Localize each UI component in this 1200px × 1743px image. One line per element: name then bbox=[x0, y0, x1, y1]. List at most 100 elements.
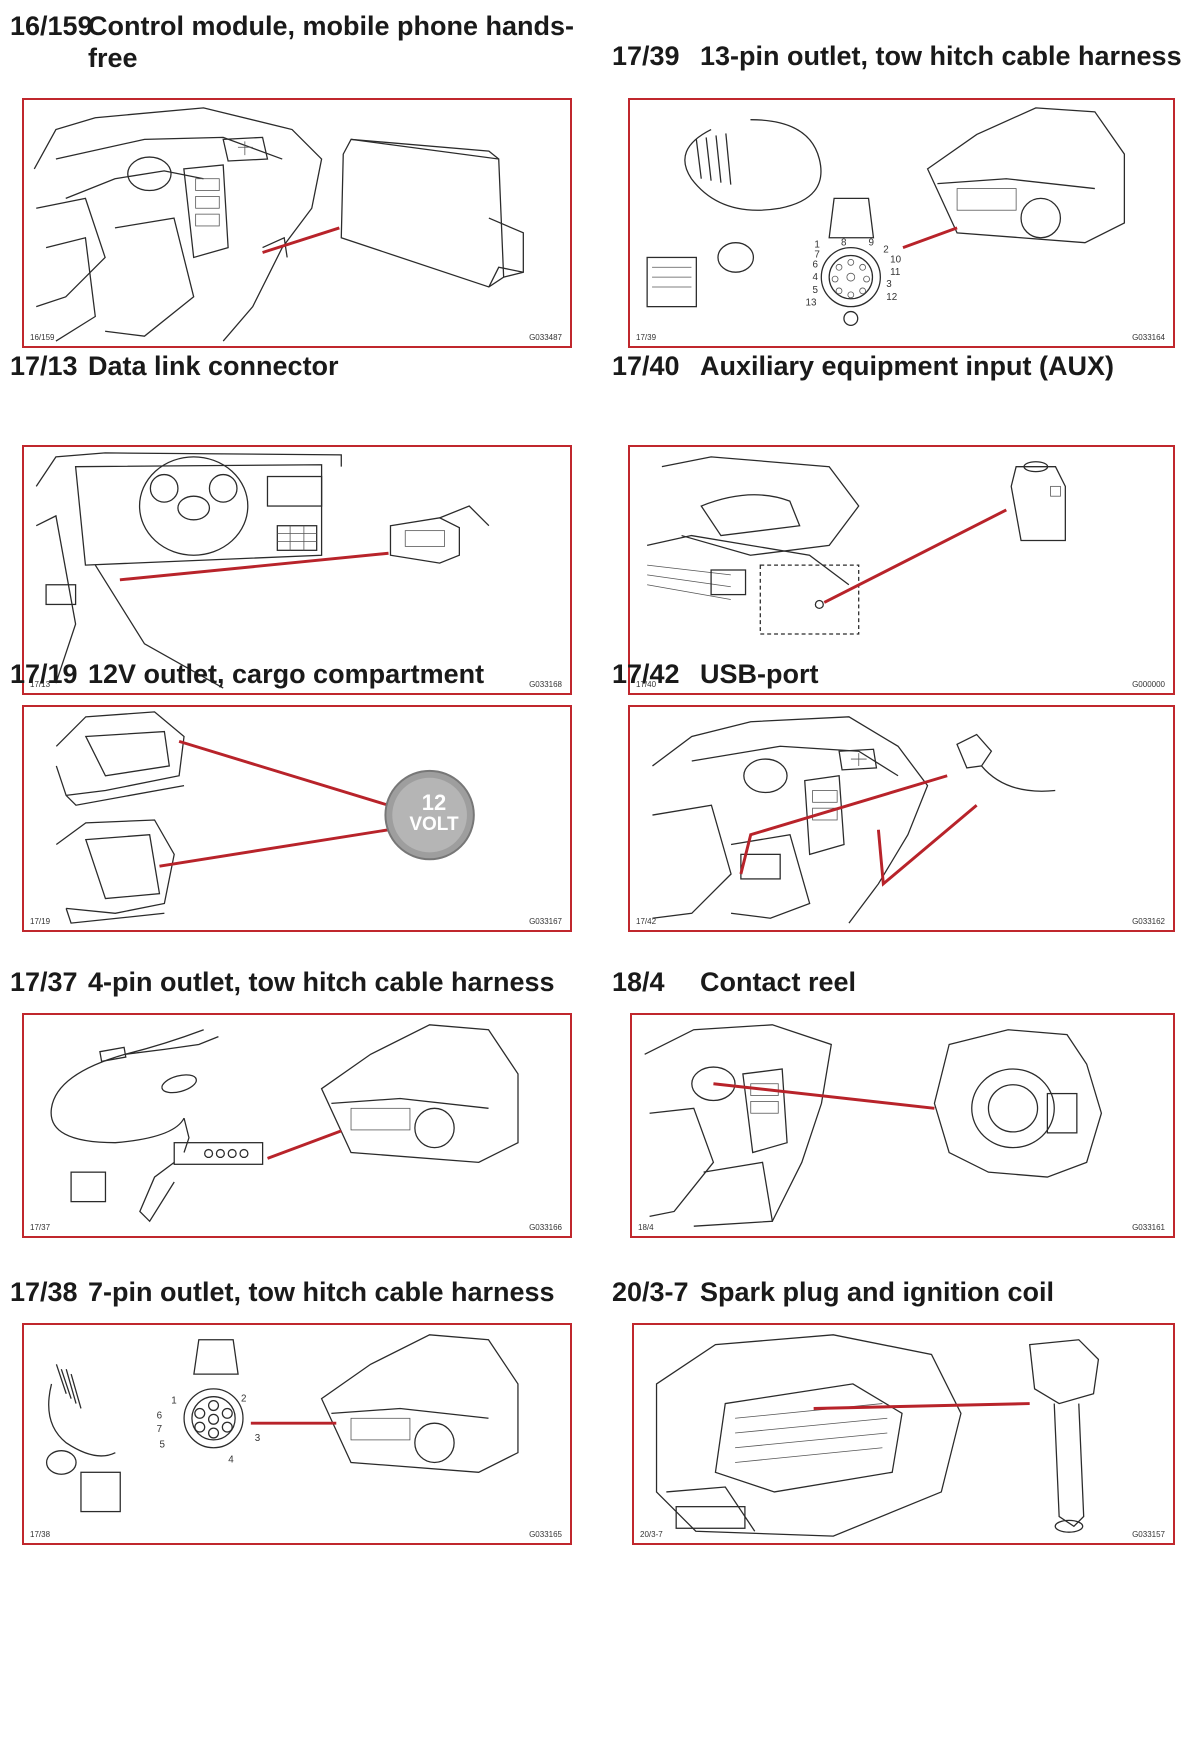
badge-line1: 12 bbox=[421, 790, 447, 815]
usb-port-illustration bbox=[652, 716, 1056, 924]
aux-input-illustration bbox=[646, 456, 1066, 635]
figure-id: 17/38 bbox=[30, 1530, 51, 1539]
pin-label: 9 bbox=[869, 238, 874, 249]
pin-label: 3 bbox=[886, 279, 892, 290]
entry-code: 17/42 bbox=[612, 659, 680, 689]
figure-code: G033168 bbox=[529, 680, 562, 689]
entry-16-159: 16/159 Control module, mobile phone hand… bbox=[10, 10, 574, 350]
entry-20-3-7: 20/3-7 Spark plug and ignition coil 20/3… bbox=[612, 1276, 1192, 1636]
illustration-frame: 17/42 G033162 bbox=[628, 705, 1175, 932]
entry-heading: 17/38 7-pin outlet, tow hitch cable harn… bbox=[10, 1276, 555, 1308]
entry-code: 18/4 bbox=[612, 967, 665, 997]
entry-title: Contact reel bbox=[700, 967, 857, 997]
badge-line2: VOLT bbox=[409, 814, 459, 835]
contact-reel-illustration bbox=[644, 1024, 1103, 1227]
pin-label: 2 bbox=[883, 245, 888, 256]
figure-code: G033487 bbox=[529, 333, 562, 342]
entry-18-4: 18/4 Contact reel 18/4 G033161 bbox=[612, 966, 1192, 1316]
pin-label: 7 bbox=[814, 249, 819, 260]
entry-heading: 17/40 Auxiliary equipment input (AUX) bbox=[612, 350, 1114, 382]
entry-title: 13-pin outlet, tow hitch cable harness bbox=[700, 41, 1182, 71]
entry-code: 17/40 bbox=[612, 351, 680, 381]
illustration-frame: 1 2 3 4 5 6 7 17/38 G033165 bbox=[22, 1323, 572, 1545]
entry-title: 7-pin outlet, tow hitch cable harness bbox=[88, 1277, 555, 1307]
entry-code: 20/3-7 bbox=[612, 1277, 689, 1307]
pin-label: 8 bbox=[841, 238, 847, 249]
pin-label: 12 bbox=[886, 292, 897, 303]
entry-heading: 17/19 12V outlet, cargo compartment bbox=[10, 658, 484, 690]
figure-code: G033167 bbox=[529, 917, 562, 926]
7-pin-harness-illustration: 1 2 3 4 5 6 7 bbox=[45, 1334, 519, 1513]
pin-label: 10 bbox=[890, 254, 901, 265]
figure-id: 17/13 bbox=[30, 680, 51, 689]
entry-title-line2: free bbox=[88, 43, 138, 73]
figure-id: 17/40 bbox=[636, 680, 657, 689]
pin-label: 7 bbox=[157, 1424, 162, 1435]
pin-label: 2 bbox=[241, 1394, 246, 1405]
illustration-frame: 17/13 G033168 bbox=[22, 445, 572, 695]
figure-id: 20/3-7 bbox=[640, 1530, 663, 1539]
entry-title: 12V outlet, cargo compartment bbox=[88, 659, 485, 689]
figure-code: G033157 bbox=[1132, 1530, 1165, 1539]
pin-label: 5 bbox=[812, 285, 818, 296]
figure-id: 17/42 bbox=[636, 917, 657, 926]
entry-17-38: 17/38 7-pin outlet, tow hitch cable harn… bbox=[10, 1276, 572, 1636]
figure-code: G033165 bbox=[529, 1530, 562, 1539]
illustration-frame: 12 VOLT 17/19 G033167 bbox=[22, 705, 572, 932]
illustration-frame: 20/3-7 G033157 bbox=[632, 1323, 1175, 1545]
entry-code: 17/13 bbox=[10, 351, 78, 381]
illustration-frame: 17/37 G033166 bbox=[22, 1013, 572, 1238]
figure-id: 17/39 bbox=[636, 333, 657, 342]
illustration-frame: 16/159 G033487 bbox=[22, 98, 572, 348]
entry-title: Control module, mobile phone hands- free bbox=[88, 10, 574, 74]
entry-heading: 17/39 13-pin outlet, tow hitch cable har… bbox=[612, 40, 1182, 72]
entry-17-37: 17/37 4-pin outlet, tow hitch cable harn… bbox=[10, 966, 572, 1316]
pin-label: 1 bbox=[814, 240, 819, 251]
dashboard-illustration bbox=[33, 107, 524, 342]
entry-title: 4-pin outlet, tow hitch cable harness bbox=[88, 967, 555, 997]
pin-label: 6 bbox=[812, 259, 818, 270]
figure-code: G033166 bbox=[529, 1223, 562, 1232]
figure-code: G033161 bbox=[1132, 1223, 1165, 1232]
entry-code: 17/37 bbox=[10, 967, 78, 997]
pin-label: 4 bbox=[228, 1454, 234, 1465]
entry-17-42: 17/42 USB-port 17/42 G033162 bbox=[612, 658, 1192, 1008]
entry-17-40: 17/40 Auxiliary equipment input (AUX) 17… bbox=[612, 350, 1192, 700]
cargo-12v-illustration bbox=[55, 711, 475, 924]
entry-heading: 20/3-7 Spark plug and ignition coil bbox=[612, 1276, 1054, 1308]
pin-label: 1 bbox=[171, 1396, 176, 1407]
figure-id: 17/37 bbox=[30, 1223, 51, 1232]
pin-label: 3 bbox=[255, 1433, 261, 1444]
entry-code: 16/159 bbox=[10, 11, 93, 41]
figure-code: G033162 bbox=[1132, 917, 1165, 926]
entry-title: Spark plug and ignition coil bbox=[700, 1277, 1055, 1307]
figure-id: 17/19 bbox=[30, 917, 51, 926]
12-volt-badge: 12 VOLT bbox=[402, 792, 466, 836]
pin-label: 13 bbox=[806, 298, 817, 309]
entry-17-13: 17/13 Data link connector 17/13 G033168 bbox=[10, 350, 572, 700]
entry-title-line1: Control module, mobile phone hands- bbox=[88, 11, 574, 41]
entry-heading: 16/159 Control module, mobile phone hand… bbox=[10, 10, 574, 74]
pin-label: 5 bbox=[160, 1440, 166, 1451]
entry-code: 17/19 bbox=[10, 659, 78, 689]
illustration-frame: 17/40 G000000 bbox=[628, 445, 1175, 695]
entry-title: Data link connector bbox=[88, 351, 339, 381]
entry-heading: 18/4 Contact reel bbox=[612, 966, 856, 998]
entry-title: USB-port bbox=[700, 659, 819, 689]
pin-label: 11 bbox=[890, 267, 900, 278]
illustration-frame: 1 2 3 4 5 6 7 8 9 10 11 12 13 17/39 G033… bbox=[628, 98, 1175, 348]
illustration-frame: 18/4 G033161 bbox=[630, 1013, 1175, 1238]
engine-bay-illustration bbox=[655, 1334, 1100, 1537]
pin-label: 6 bbox=[157, 1410, 163, 1421]
pin-label: 4 bbox=[812, 272, 818, 283]
figure-code: G033164 bbox=[1132, 333, 1165, 342]
figure-id: 18/4 bbox=[638, 1223, 654, 1232]
figure-id: 16/159 bbox=[30, 333, 55, 342]
13-pin-harness-illustration: 1 2 3 4 5 6 7 8 9 10 11 12 13 bbox=[646, 107, 1126, 326]
entry-code: 17/38 bbox=[10, 1277, 78, 1307]
entry-heading: 17/42 USB-port bbox=[612, 658, 818, 690]
entry-title: Auxiliary equipment input (AUX) bbox=[700, 351, 1115, 381]
entry-17-19: 17/19 12V outlet, cargo compartment 12 V… bbox=[10, 658, 572, 1008]
4-pin-harness-illustration bbox=[50, 1024, 519, 1223]
entry-heading: 17/37 4-pin outlet, tow hitch cable harn… bbox=[10, 966, 555, 998]
